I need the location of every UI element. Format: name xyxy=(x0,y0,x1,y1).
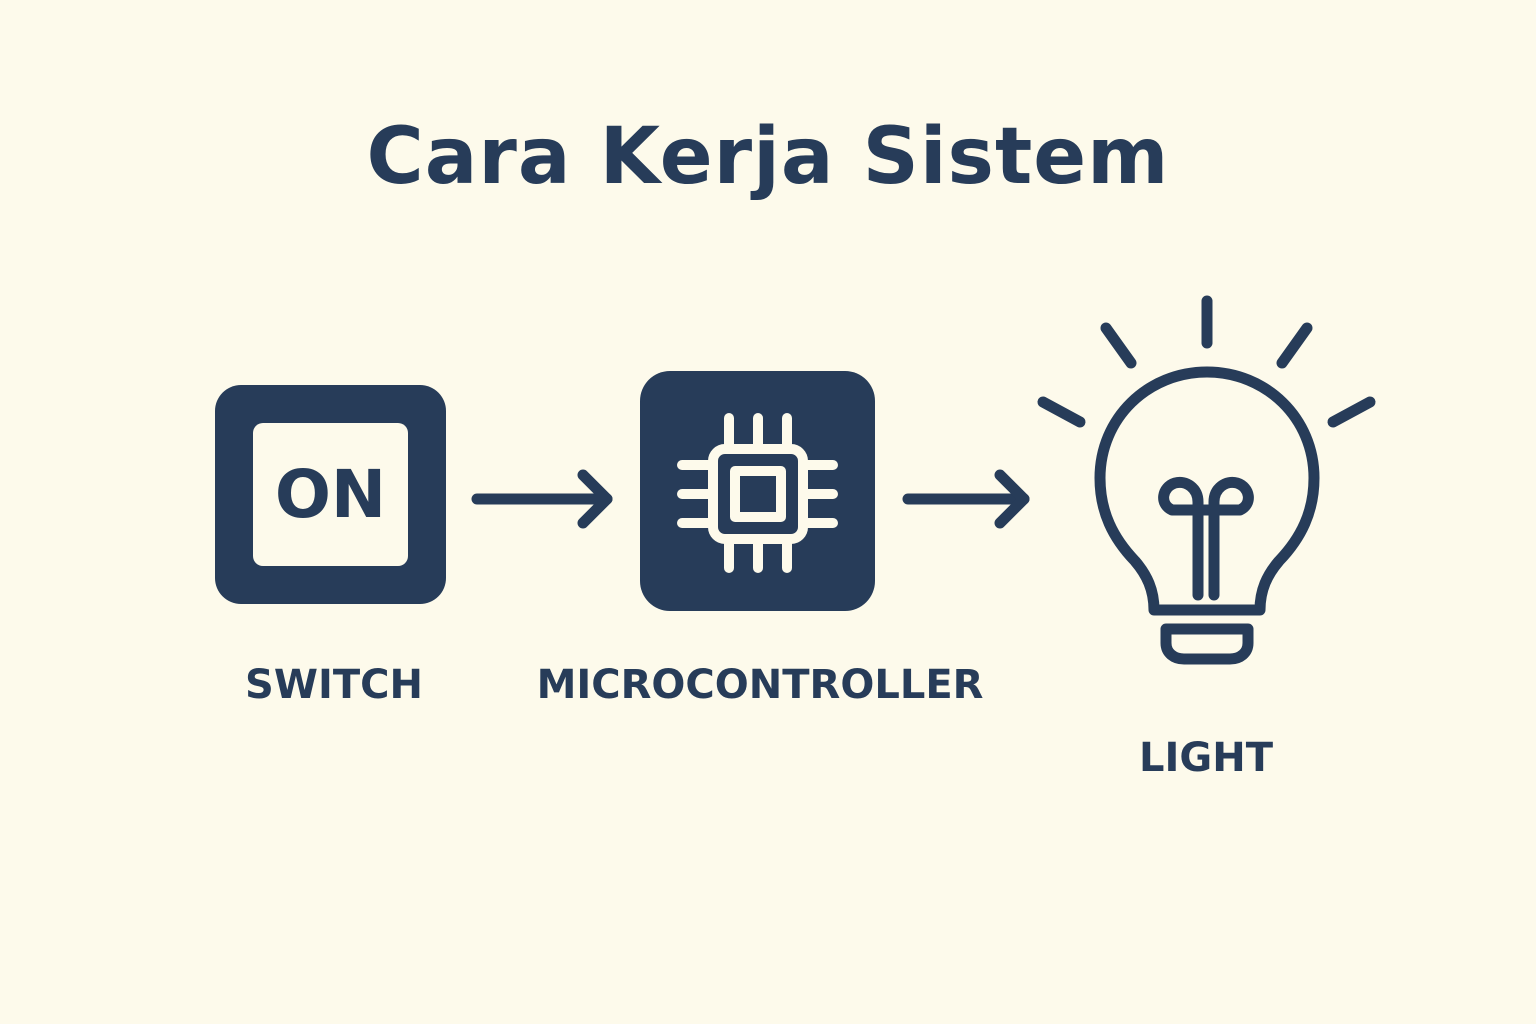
bulb-base xyxy=(1160,623,1254,665)
chip-icon xyxy=(677,413,838,573)
light-ray xyxy=(1327,396,1376,428)
diagram-title: Cara Kerja Sistem xyxy=(366,112,1170,202)
switch-display: ON xyxy=(253,423,408,566)
light-ray xyxy=(1037,396,1086,428)
light-ray xyxy=(1100,322,1137,369)
light-ray xyxy=(1276,322,1313,369)
bulb-outline xyxy=(1094,366,1320,616)
microcontroller-node xyxy=(640,371,875,611)
switch-state-text: ON xyxy=(274,455,387,533)
light-label: LIGHT xyxy=(1139,735,1273,781)
arrow-right-icon xyxy=(902,469,1030,529)
arrow-right-icon xyxy=(471,469,613,529)
lightbulb-icon xyxy=(1037,295,1376,665)
switch-label: SWITCH xyxy=(245,662,423,708)
bulb-filament xyxy=(1158,476,1254,601)
switch-icon: ON xyxy=(215,385,446,604)
microcontroller-label: MICROCONTROLLER xyxy=(536,662,984,708)
